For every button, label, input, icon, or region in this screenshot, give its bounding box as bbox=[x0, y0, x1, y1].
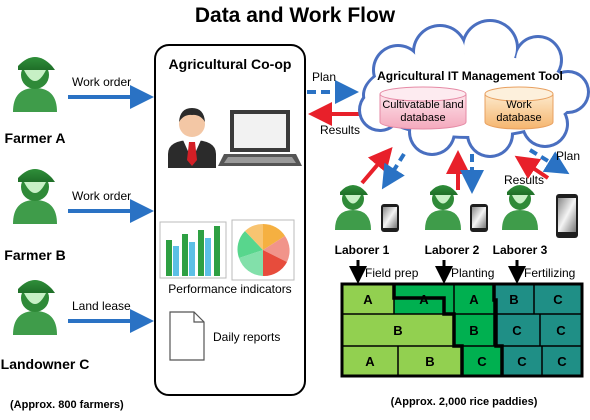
page-title: Data and Work Flow bbox=[195, 4, 396, 27]
field-prep-label: Field prep bbox=[365, 266, 419, 280]
paddy-cell bbox=[462, 346, 502, 376]
paddy-cell bbox=[534, 284, 582, 314]
paddy-label: B bbox=[469, 323, 478, 338]
performance-label: Performance indicators bbox=[168, 282, 291, 296]
laborer3-results-arrow bbox=[514, 155, 550, 180]
farmer-b-icon bbox=[13, 169, 57, 224]
paddy-label: A bbox=[419, 292, 429, 307]
paddy-cell bbox=[494, 284, 534, 314]
paddy-label: A bbox=[365, 354, 375, 369]
db1-line2: database bbox=[400, 112, 445, 124]
farmer-a-icon bbox=[13, 57, 57, 112]
db2-line2: database bbox=[496, 112, 541, 124]
laborer-2-icon bbox=[425, 185, 461, 230]
farmers-note: (Approx. 800 farmers) bbox=[10, 399, 124, 411]
laborer-2-label: Laborer 2 bbox=[425, 243, 480, 257]
laborer1-results-arrow bbox=[360, 146, 393, 185]
fertilizing-label: Fertilizing bbox=[524, 266, 575, 280]
paddy-grid bbox=[340, 282, 584, 378]
paddies-note: (Approx. 2,000 rice paddies) bbox=[391, 396, 538, 408]
coop-title: Agricultural Co-op bbox=[169, 56, 292, 72]
cloud-title: Agricultural IT Management Tool bbox=[377, 69, 563, 83]
work-database-icon bbox=[484, 86, 554, 130]
paddy-label: B bbox=[393, 323, 402, 338]
document-icon bbox=[169, 311, 205, 361]
paddy-label: A bbox=[469, 292, 479, 307]
results-label: Results bbox=[320, 123, 360, 137]
paddy-cell bbox=[454, 284, 494, 314]
bar-chart-icon bbox=[159, 221, 227, 279]
db1-line1: Cultivatable land bbox=[382, 99, 463, 111]
paddy-cell bbox=[454, 314, 494, 346]
results-right-label: Results bbox=[504, 173, 544, 187]
daily-reports-label: Daily reports bbox=[213, 330, 280, 344]
paddy-label: B bbox=[425, 354, 434, 369]
landowner-c-icon bbox=[13, 280, 57, 335]
laborer-3-label: Laborer 3 bbox=[493, 243, 548, 257]
pie-chart-icon bbox=[231, 219, 295, 281]
plan-label: Plan bbox=[312, 70, 336, 84]
plan-right-label: Plan bbox=[556, 149, 580, 163]
farmer-a-label: Farmer A bbox=[5, 130, 66, 146]
paddy-cell bbox=[542, 346, 582, 376]
laborer3-plan-arrow bbox=[528, 148, 570, 175]
paddy-label: A bbox=[363, 292, 373, 307]
land-lease-label: Land lease bbox=[72, 299, 131, 313]
laborer1-plan-arrow bbox=[381, 152, 406, 190]
paddy-label: C bbox=[477, 354, 487, 369]
coop-staff-icon bbox=[168, 108, 216, 168]
paddy-cell bbox=[342, 284, 394, 314]
cultivatable-land-database-icon bbox=[379, 86, 467, 130]
paddy-label: C bbox=[517, 354, 527, 369]
paddy-cell bbox=[494, 314, 540, 346]
laborer-1-icon bbox=[335, 185, 371, 230]
db2-line1: Work bbox=[506, 99, 532, 111]
paddy-label: B bbox=[509, 292, 518, 307]
paddy-cell bbox=[398, 346, 462, 376]
laptop-icon bbox=[218, 110, 302, 166]
paddy-cell bbox=[342, 346, 398, 376]
laborer-2-phone-icon bbox=[470, 204, 488, 232]
paddy-cell bbox=[502, 346, 542, 376]
paddy-label: C bbox=[556, 323, 566, 338]
planting-label: Planting bbox=[451, 266, 494, 280]
farmer-b-label: Farmer B bbox=[4, 247, 65, 263]
work-order-label-b: Work order bbox=[72, 189, 131, 203]
landowner-c-label: Landowner C bbox=[1, 356, 90, 372]
work-order-label-a: Work order bbox=[72, 75, 131, 89]
paddy-label: C bbox=[512, 323, 522, 338]
laborer-1-label: Laborer 1 bbox=[335, 243, 390, 257]
paddy-cell bbox=[342, 314, 454, 346]
paddy-label: C bbox=[553, 292, 563, 307]
cloud-shape bbox=[358, 19, 590, 158]
laborer-3-icon bbox=[502, 185, 538, 230]
laborer-1-phone-icon bbox=[381, 204, 399, 232]
laborer-3-phone-icon bbox=[556, 194, 578, 238]
paddy-label: C bbox=[557, 354, 567, 369]
paddy-cell bbox=[540, 314, 582, 346]
